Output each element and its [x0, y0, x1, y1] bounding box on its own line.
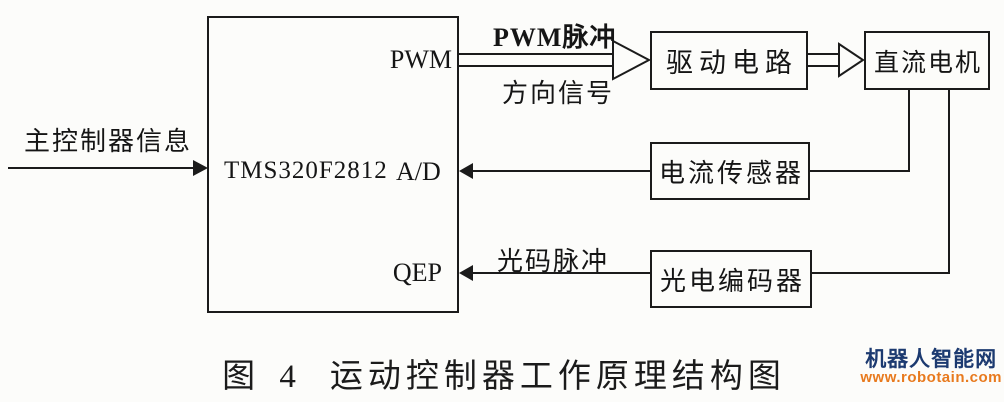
sensor-ad-arrowhead-icon — [459, 163, 473, 179]
controller-chip-label: TMS320F2812 — [224, 157, 388, 184]
watermark: 机器人智能网 www.robotain.com — [860, 349, 1002, 385]
main-input-arrowhead-icon — [193, 160, 208, 176]
port-ad-label: A/D — [396, 157, 441, 186]
drive-circuit-label: 驱动电路 — [666, 48, 798, 78]
main-input-label: 主控制器信息 — [24, 127, 193, 156]
figure-caption: 图 4 运动控制器工作原理结构图 — [214, 349, 794, 397]
watermark-site-url: www.robotain.com — [860, 369, 1002, 386]
drive-motor-hollow-arrowhead-icon — [838, 42, 865, 78]
port-qep-label: QEP — [392, 258, 442, 287]
encoder-label: 光电编码器 — [659, 266, 805, 296]
encoder-box: 光电编码器 — [650, 250, 812, 308]
figure-number: 图 4 — [222, 359, 304, 395]
pwm-pulse-label: PWM脉冲 — [493, 23, 617, 52]
motor-sensor-connector — [810, 90, 910, 172]
motor-encoder-connector — [812, 90, 950, 274]
encoder-qep-arrowhead-icon — [459, 265, 473, 281]
dc-motor-box: 直流电机 — [864, 31, 990, 90]
controller-box — [207, 16, 459, 313]
drive-circuit-box: 驱动电路 — [650, 31, 808, 90]
port-pwm-label: PWM — [389, 45, 452, 74]
current-sensor-box: 电流传感器 — [650, 142, 810, 200]
figure-title: 运动控制器工作原理结构图 — [329, 359, 786, 395]
current-sensor-label: 电流传感器 — [658, 158, 804, 188]
dc-motor-label: 直流电机 — [873, 49, 982, 77]
watermark-site-name: 机器人智能网 — [865, 348, 998, 371]
optical-pulse-label: 光码脉冲 — [497, 247, 610, 276]
direction-signal-label: 方向信号 — [502, 79, 615, 108]
pwm-bus-hollow-arrowhead-icon — [612, 39, 652, 81]
